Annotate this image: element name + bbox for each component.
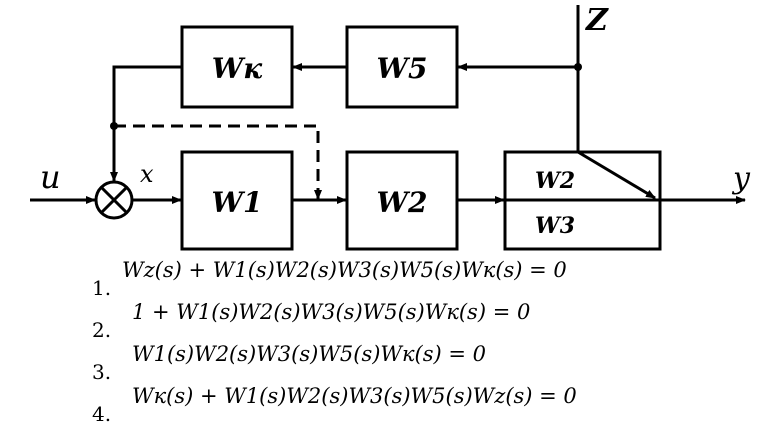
answer-number: 2. xyxy=(92,318,112,342)
answer-number: 4. xyxy=(92,402,112,426)
signal-disturbance-label: Z xyxy=(585,3,609,38)
branch-dot-feedback xyxy=(110,122,118,130)
signal-output-label: y xyxy=(731,161,751,196)
branch-dot-disturbance xyxy=(574,63,582,71)
signal-input-label: u xyxy=(40,158,61,196)
disturbance-diagonal-line xyxy=(577,150,656,200)
answer-option-4[interactable]: 4. Wк(s) + W1(s)W2(s)W3(s)W5(s)Wz(s) = 0 xyxy=(92,384,732,426)
block-wk-label: Wк xyxy=(212,52,263,85)
answer-formula: 1 + W1(s)W2(s)W3(s)W5(s)Wк(s) = 0 xyxy=(132,300,531,324)
wk-to-junction-line xyxy=(110,65,182,182)
answer-option-2[interactable]: 2. 1 + W1(s)W2(s)W3(s)W5(s)Wк(s) = 0 xyxy=(92,300,732,342)
answer-options: 1. Wz(s) + W1(s)W2(s)W3(s)W5(s)Wк(s) = 0… xyxy=(92,258,732,426)
answer-formula: W1(s)W2(s)W3(s)W5(s)Wк(s) = 0 xyxy=(132,342,487,366)
answer-number: 3. xyxy=(92,360,112,384)
block-w23-upper-label: W2 xyxy=(535,168,575,194)
block-w23-lower-label: W3 xyxy=(535,213,575,239)
dashed-feedforward-line xyxy=(114,124,322,200)
answer-formula: Wz(s) + W1(s)W2(s)W3(s)W5(s)Wк(s) = 0 xyxy=(122,258,567,282)
answer-option-1[interactable]: 1. Wz(s) + W1(s)W2(s)W3(s)W5(s)Wк(s) = 0 xyxy=(92,258,732,300)
answer-number: 1. xyxy=(92,276,112,300)
summing-junction-cross-b xyxy=(99,185,129,215)
block-w1-label: W1 xyxy=(212,186,263,219)
answer-option-3[interactable]: 3. W1(s)W2(s)W3(s)W5(s)Wк(s) = 0 xyxy=(92,342,732,384)
answer-formula: Wк(s) + W1(s)W2(s)W3(s)W5(s)Wz(s) = 0 xyxy=(132,384,577,408)
block-w2-label: W2 xyxy=(377,186,428,219)
block-w5-label: W5 xyxy=(377,52,428,85)
signal-error-label: x xyxy=(140,160,154,188)
